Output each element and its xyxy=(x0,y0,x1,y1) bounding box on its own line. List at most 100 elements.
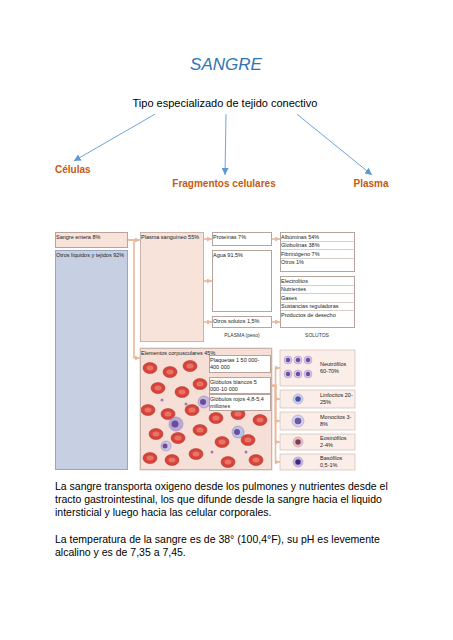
node-text: Glóbulos blancos 5 000-10 000 xyxy=(210,378,270,393)
list-box: Albúminas 54%Globulinas 38%Fibrinógeno 7… xyxy=(280,232,355,272)
node-text: Neutrófilos 60-70% xyxy=(280,360,355,375)
platelet xyxy=(185,403,188,406)
cell-box xyxy=(280,454,355,470)
red-cell xyxy=(249,455,263,466)
cell-type-box: Linfocitos 20-25% xyxy=(280,390,355,408)
arrow-connector xyxy=(74,114,155,161)
flow-arrow xyxy=(272,321,280,323)
red-cell-center xyxy=(147,456,154,461)
red-cell xyxy=(183,361,197,372)
white-cell-boxes xyxy=(280,350,355,470)
node-text: Eosinófilos 2-4% xyxy=(280,434,355,449)
red-cell-center xyxy=(169,458,176,463)
body-paragraph: La sangre transporta oxigeno desde los p… xyxy=(55,480,405,519)
white-cell xyxy=(284,356,292,364)
node-text: Proteínas 7% xyxy=(213,233,271,242)
platelet xyxy=(161,399,164,402)
node-text: Glóbulos rojos 4,8-5,4 millones xyxy=(210,395,270,410)
cell-nucleus xyxy=(295,459,301,465)
red-cell xyxy=(253,415,267,426)
red-cell-center xyxy=(155,386,162,391)
subtitle-node: Tipo especializado de tejido conectivo xyxy=(133,96,320,111)
red-cell xyxy=(193,425,207,436)
flow-arrow xyxy=(204,280,212,282)
red-cell xyxy=(149,429,163,440)
red-cell-center xyxy=(189,408,196,413)
red-cell-center xyxy=(147,366,154,371)
cell-nucleus xyxy=(200,399,206,405)
cell-box xyxy=(280,412,355,430)
cell-nucleus xyxy=(306,358,310,362)
red-cell xyxy=(241,435,255,446)
body-paragraph: La temperatura de la sangre es de 38° (1… xyxy=(55,533,405,559)
cell-type-box: Monocitos 3-8% xyxy=(280,412,355,430)
cell-nucleus xyxy=(163,444,168,449)
cell-nucleus xyxy=(172,421,179,428)
list-row: Fibrinógeno 7% xyxy=(281,250,354,259)
red-cell-center xyxy=(187,364,194,369)
list-row: Albúminas 54% xyxy=(281,233,354,242)
process-box: Otros solutos 1,5% xyxy=(212,316,272,328)
flow-arrow xyxy=(204,321,212,323)
cells-box: Elementos corpusculares 45%Plaquetas 1 5… xyxy=(140,348,272,470)
white-cell-icons xyxy=(284,356,312,467)
category-node: Células xyxy=(55,163,93,177)
white-cell xyxy=(169,417,183,431)
red-cell-center xyxy=(253,458,260,463)
cell-nucleus xyxy=(296,372,300,376)
cell-count-box: Glóbulos blancos 5 000-10 000 xyxy=(209,377,271,394)
flow-arrow xyxy=(272,238,280,240)
red-cell xyxy=(163,367,177,378)
red-cell xyxy=(221,457,235,468)
platelet xyxy=(211,451,214,454)
red-cell-center xyxy=(225,460,232,465)
node-text: Plasma xyxy=(353,177,390,191)
red-cell-center xyxy=(197,428,204,433)
node-text: Otros solutos 1,5% xyxy=(213,317,271,326)
red-cell xyxy=(189,449,203,460)
white-cell xyxy=(294,356,302,364)
arrow-connector xyxy=(297,114,372,175)
cell-nucleus xyxy=(286,358,290,362)
flow-arrow xyxy=(204,238,212,240)
node-text: Plaquetas 1 50 000-400 000 xyxy=(210,356,270,371)
node-text: Agua 91,5% xyxy=(213,251,271,260)
cell-nucleus xyxy=(306,372,310,376)
category-node: Fragmentos celulares xyxy=(172,177,277,191)
white-cell xyxy=(293,394,303,404)
cell-type-box: Basófilos 0,5-1% xyxy=(280,454,355,470)
cell-box xyxy=(280,434,355,450)
node-text: Monocitos 3-8% xyxy=(280,413,355,428)
red-cell xyxy=(209,413,223,424)
cell-type-box: Neutrófilos 60-70% xyxy=(280,350,355,386)
list-row: Productos de desecho xyxy=(281,311,354,319)
white-cell xyxy=(293,437,303,447)
red-cell-center xyxy=(153,432,160,437)
process-box: Proteínas 7% xyxy=(212,232,272,246)
red-cell xyxy=(151,383,165,394)
red-cell-center xyxy=(235,412,242,417)
node-text: Sangre entera 8% xyxy=(56,233,127,242)
red-cell xyxy=(193,379,207,390)
red-cell xyxy=(141,405,155,416)
red-cell-center xyxy=(197,382,204,387)
red-cell-center xyxy=(165,412,172,417)
list-row: Otros 1% xyxy=(281,259,354,267)
node-text: Plasma sanguíneo 55% xyxy=(141,233,203,242)
red-cell-center xyxy=(219,440,226,445)
category-node: Plasma xyxy=(353,177,390,191)
node-text: Células xyxy=(55,163,93,177)
red-cell-center xyxy=(175,436,182,441)
flow-arrow xyxy=(271,368,280,386)
red-cell-center xyxy=(167,370,174,375)
cell-nucleus xyxy=(295,418,302,425)
cell-box xyxy=(280,350,355,386)
platelet xyxy=(245,451,248,454)
cell-nucleus xyxy=(234,429,240,435)
process-box: Otros líquidos y tejidos 92% xyxy=(55,250,128,470)
white-cell xyxy=(304,370,312,378)
white-cell xyxy=(284,370,292,378)
list-box: ElectrolitosNutrientesGasesSustancias re… xyxy=(280,276,355,328)
node-text: Linfocitos 20-25% xyxy=(280,391,355,406)
node-text: Basófilos 0,5-1% xyxy=(280,454,355,469)
